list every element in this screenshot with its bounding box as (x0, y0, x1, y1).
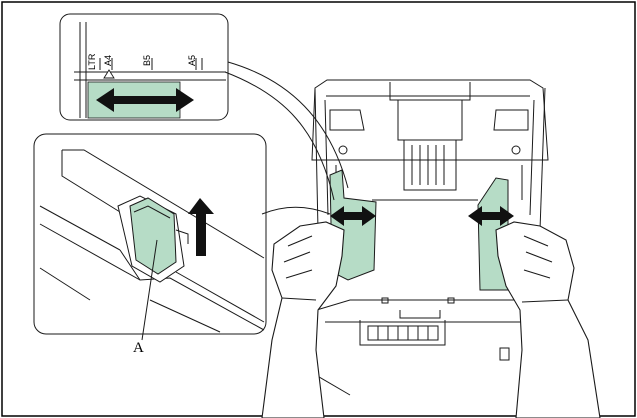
scale-slide-arrow (96, 88, 194, 112)
left-hand (261, 221, 345, 418)
release-lever (129, 197, 177, 275)
size-mark-a4: A4 (103, 55, 113, 66)
size-mark-ltr: LTR (87, 53, 97, 70)
squeeze-arrow-right (468, 206, 514, 226)
squeeze-arrow-left (330, 206, 376, 226)
lift-arrow (188, 198, 214, 256)
scale-indicator-triangle (103, 69, 115, 79)
callout-leader (141, 239, 158, 341)
size-mark-a5: A5 (187, 55, 197, 66)
size-mark-b5: B5 (142, 55, 152, 66)
callout-label-a: A (133, 340, 144, 356)
right-hand (495, 221, 601, 418)
inset-connector-bottom (261, 206, 331, 215)
inset-size-scale: LTR A4 B5 A5 (59, 13, 229, 121)
inset-guide-lever (33, 133, 267, 341)
inset-connector-top (224, 61, 349, 201)
